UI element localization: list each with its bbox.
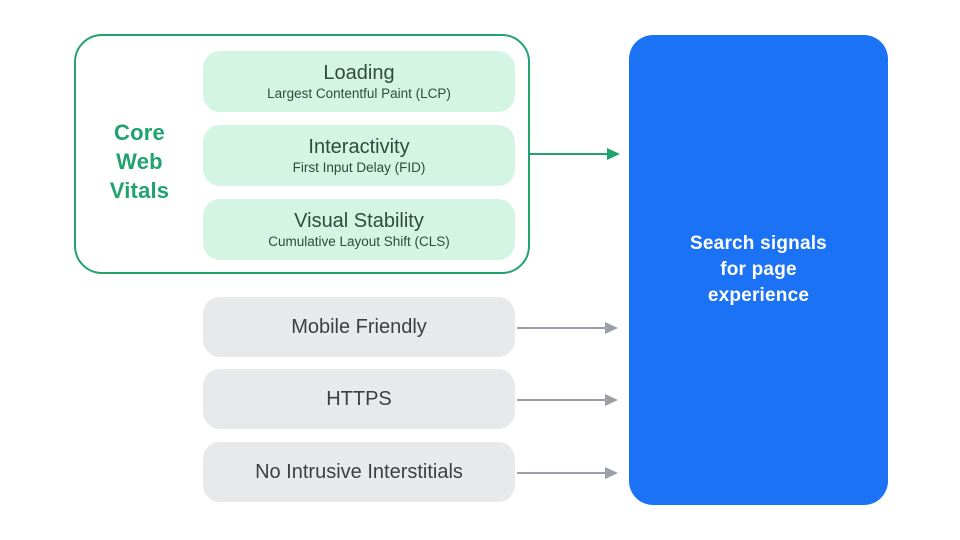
metric-title-loading: Loading bbox=[323, 61, 395, 84]
metric-title-interactivity: Interactivity bbox=[308, 135, 410, 158]
arrow-https bbox=[517, 394, 618, 406]
metric-subtitle-cls: Cumulative Layout Shift (CLS) bbox=[268, 233, 450, 249]
arrow-line bbox=[517, 327, 608, 329]
signal-card-mobile-friendly: Mobile Friendly bbox=[203, 297, 515, 357]
arrow-core-web-vitals bbox=[530, 148, 620, 160]
core-web-vitals-container: Core Web Vitals Loading Largest Contentf… bbox=[74, 34, 530, 274]
signal-card-no-intrusive-interstitials: No Intrusive Interstitials bbox=[203, 442, 515, 502]
search-signals-box: Search signals for page experience bbox=[629, 35, 888, 505]
metric-subtitle-fid: First Input Delay (FID) bbox=[292, 159, 426, 175]
arrow-head-icon bbox=[605, 467, 618, 479]
arrow-head-icon bbox=[607, 148, 620, 160]
arrow-no-intrusive-interstitials bbox=[517, 467, 618, 479]
metric-card-loading: Loading Largest Contentful Paint (LCP) bbox=[203, 51, 515, 112]
core-web-vitals-label: Core Web Vitals bbox=[109, 120, 170, 203]
arrow-head-icon bbox=[605, 394, 618, 406]
metric-card-interactivity: Interactivity First Input Delay (FID) bbox=[203, 125, 515, 186]
metric-title-visual-stability: Visual Stability bbox=[294, 209, 424, 232]
arrow-head-icon bbox=[605, 322, 618, 334]
arrow-line bbox=[517, 399, 608, 401]
arrow-mobile-friendly bbox=[517, 322, 618, 334]
signal-card-https: HTTPS bbox=[203, 369, 515, 429]
arrow-line bbox=[517, 472, 608, 474]
arrow-line bbox=[530, 153, 610, 155]
search-signals-label: Search signals for page experience bbox=[690, 233, 827, 306]
metric-subtitle-lcp: Largest Contentful Paint (LCP) bbox=[267, 85, 451, 101]
metric-card-visual-stability: Visual Stability Cumulative Layout Shift… bbox=[203, 199, 515, 260]
